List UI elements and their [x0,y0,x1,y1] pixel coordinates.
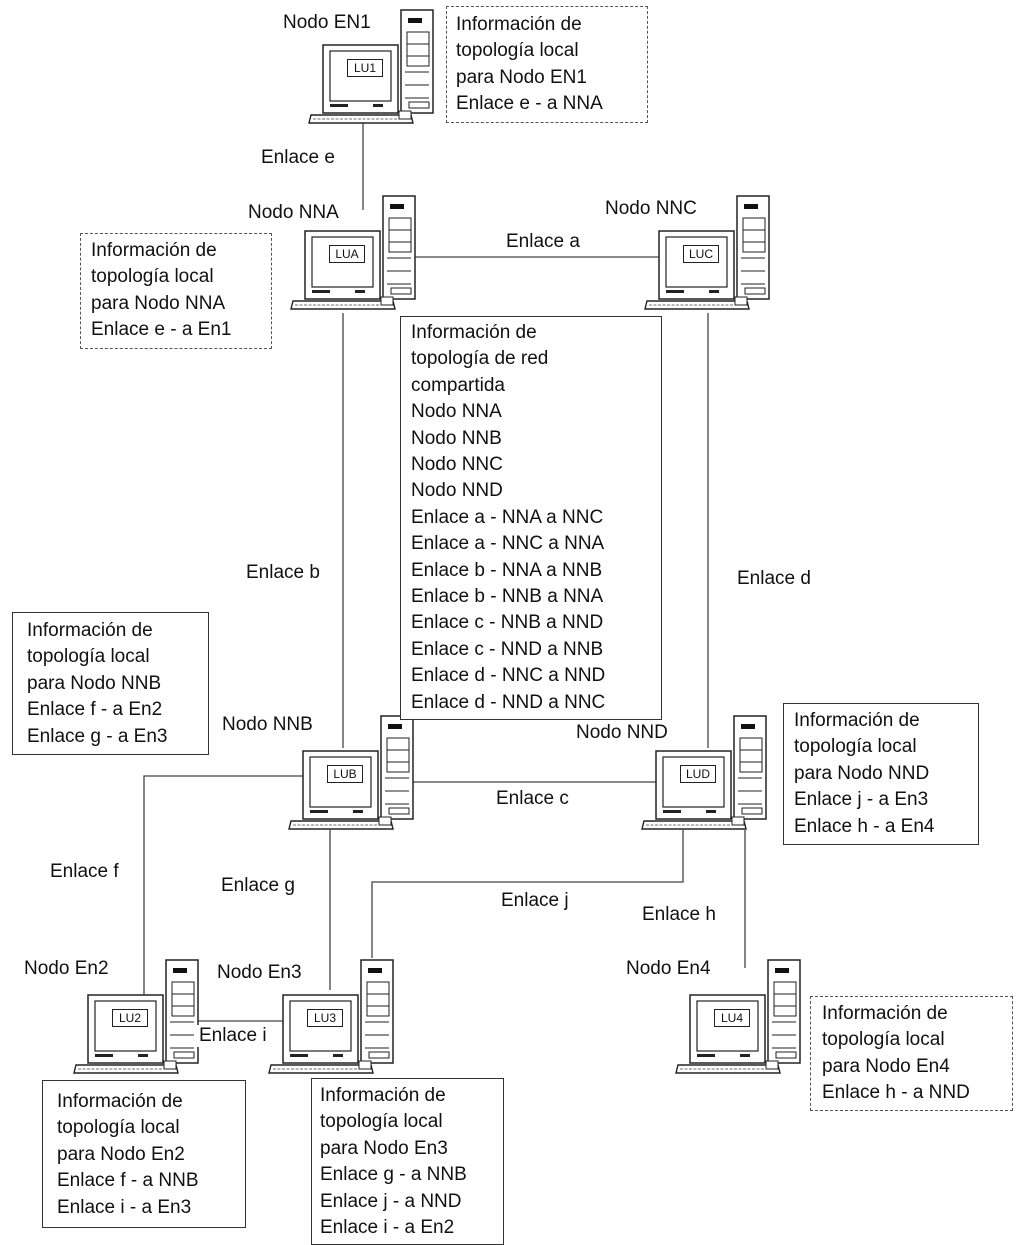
node-nnc-label: Nodo NNC [605,198,697,219]
info-line: Enlace e - a En1 [91,319,232,341]
info-box-en3: Información de topología local para Nodo… [311,1078,504,1245]
info-line: compartida [411,374,505,396]
info-line: Enlace i - a En3 [57,1196,192,1218]
info-box-shared-network: Información de topología de red comparti… [400,316,662,721]
info-line: Enlace i - a En2 [320,1217,455,1239]
info-line: Información de [794,710,920,731]
info-line: Información de [411,322,537,343]
link-i-label: Enlace i [196,1025,270,1047]
link-a-label: Enlace a [503,231,583,253]
info-line: para Nodo En3 [320,1137,448,1159]
lu1-label: LU1 [347,59,383,77]
link-g-label: Enlace g [218,875,298,897]
info-line: Información de [320,1085,446,1106]
info-line: Enlace g - a En3 [27,725,168,747]
lu4-label: LU4 [714,1009,750,1027]
link-f-label: Enlace f [47,861,122,883]
info-line: topología local [456,40,579,62]
info-line: topología local [320,1111,443,1133]
lu2-label: LU2 [112,1009,148,1027]
info-line: Enlace h - a En4 [794,815,935,837]
info-line: Enlace d - NND a NNC [411,691,606,713]
info-line: Enlace j - a NND [320,1190,462,1212]
info-line: Información de [822,1003,948,1024]
info-line: Información de [91,240,217,261]
link-c-label: Enlace c [493,788,572,810]
info-line: Enlace j - a En3 [794,789,929,811]
info-line: topología local [794,736,917,758]
info-line: Nodo NND [411,480,503,502]
node-en2-label: Nodo En2 [24,958,109,979]
info-line: para Nodo En4 [822,1055,950,1077]
info-line: topología local [822,1029,945,1051]
info-line: para Nodo NND [794,762,930,784]
info-line: Información de [27,620,153,641]
node-nnd-label: Nodo NND [576,722,668,743]
link-e-label: Enlace e [258,147,338,169]
node-en3-label: Nodo En3 [217,962,302,983]
info-box-nnd: Información de topología local para Nodo… [783,703,979,846]
node-nnb-label: Nodo NNB [222,714,313,735]
info-line: Información de [57,1091,183,1112]
info-box-en4: Información de topología local para Nodo… [810,996,1013,1111]
node-en1-label: Nodo EN1 [283,12,371,33]
info-line: Enlace g - a NNB [320,1164,467,1186]
node-en4-label: Nodo En4 [626,958,711,979]
info-line: para Nodo EN1 [456,66,587,88]
info-line: topología de red [411,348,549,370]
info-line: para Nodo NNB [27,672,162,694]
info-line: topología local [57,1117,180,1139]
info-line: Enlace a - NNC a NNA [411,533,605,555]
info-line: para Nodo En2 [57,1143,185,1165]
link-j-line [371,830,684,958]
info-line: Nodo NNA [411,401,502,423]
node-nna-label: Nodo NNA [248,202,339,223]
info-line: Enlace b - NNA a NNB [411,559,603,581]
info-line: Enlace f - a NNB [57,1170,199,1192]
info-line: Enlace h - a NND [822,1082,970,1104]
info-line: Enlace e - a NNA [456,93,603,115]
lud-label: LUD [680,765,716,783]
info-line: topología local [91,266,214,288]
lu3-label: LU3 [307,1009,343,1027]
link-d-label: Enlace d [734,568,814,590]
info-line: Enlace f - a En2 [27,699,163,721]
info-line: topología local [27,646,150,668]
info-line: Enlace d - NNC a NND [411,665,606,687]
info-line: Nodo NNC [411,454,503,476]
info-line: Enlace c - NNB a NND [411,612,604,634]
info-line: Enlace a - NNA a NNC [411,506,604,528]
info-line: Información de [456,14,582,35]
link-b-label: Enlace b [243,562,323,584]
lub-label: LUB [327,765,363,783]
info-line: Enlace b - NNB a NNA [411,586,604,608]
link-h-label: Enlace h [639,904,719,926]
link-f-line [143,775,310,1000]
info-line: Nodo NNB [411,427,502,449]
info-line: Enlace c - NND a NNB [411,638,604,660]
info-line: para Nodo NNA [91,292,226,314]
lua-label: LUA [329,245,365,263]
info-box-nna: Información de topología local para Nodo… [80,233,272,349]
info-box-en1: Información de topología local para Nodo… [446,6,648,123]
info-box-en2: Información de topología local para Nodo… [42,1080,246,1229]
info-box-nnb: Información de topología local para Nodo… [12,612,209,756]
link-j-label: Enlace j [498,890,572,912]
luc-label: LUC [683,245,719,263]
